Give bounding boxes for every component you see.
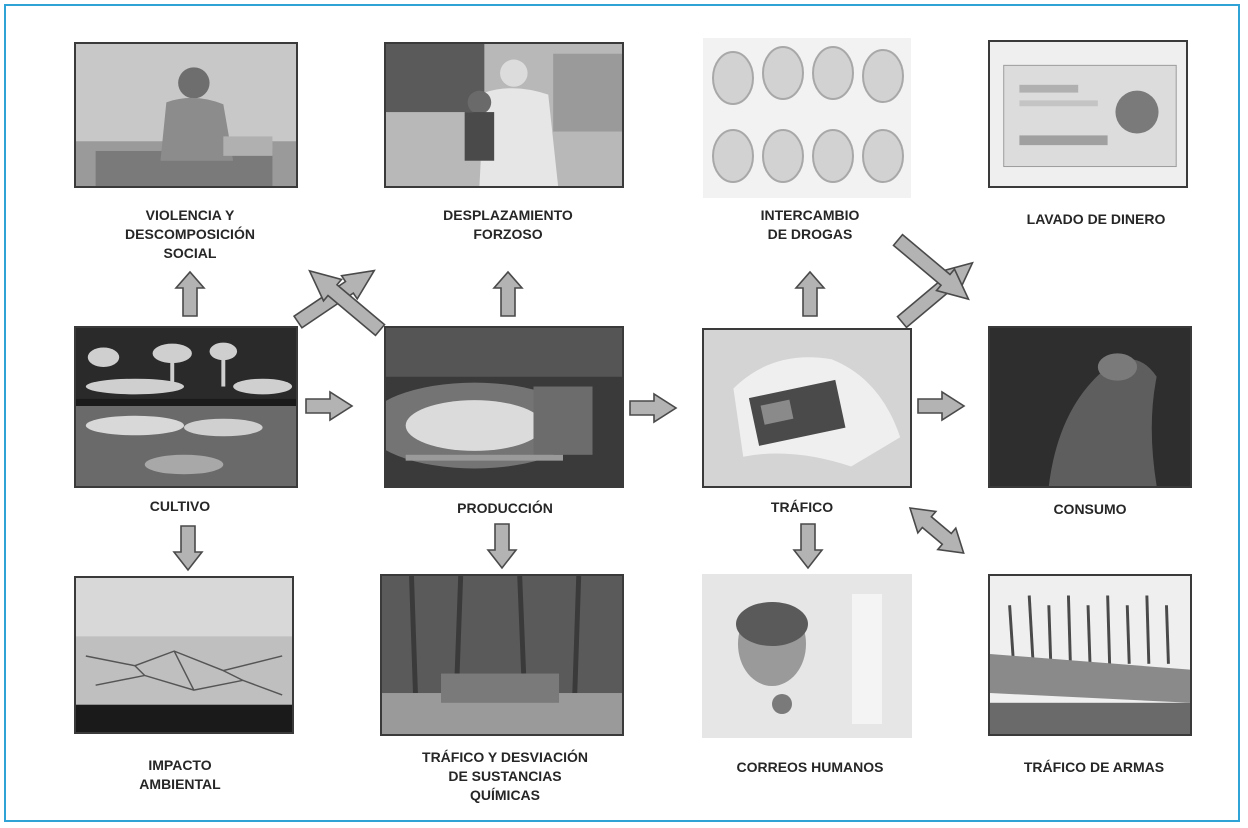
node-produccion-label: PRODUCCIÓN — [457, 500, 553, 516]
node-correos-label: CORREOS HUMANOS — [736, 759, 884, 775]
node-intercambio-label: INTERCAMBIO DE DROGAS — [760, 207, 860, 242]
produccion-photo — [384, 326, 624, 488]
arrow-produccion-quimicos — [487, 523, 517, 569]
arrow-produccion-trafico — [629, 393, 677, 423]
node-consumo-label: CONSUMO — [1053, 501, 1127, 517]
node-desplazamiento-label: DESPLAZAMIENTO FORZOSO — [443, 207, 573, 242]
node-violencia-label: VIOLENCIA Y DESCOMPOSICIÓN SOCIAL — [125, 207, 255, 261]
armas-photo — [988, 574, 1192, 736]
arrow-cultivo-violencia — [175, 271, 205, 317]
node-cultivo-label: CULTIVO — [149, 498, 211, 514]
violencia-photo — [74, 42, 298, 188]
arrow-cultivo-impacto — [173, 525, 203, 571]
desplazamiento-photo — [384, 42, 624, 188]
node-lavado-label: LAVADO DE DINERO — [1026, 211, 1166, 227]
arrow-trafico-correos — [793, 523, 823, 569]
trafico-photo — [702, 328, 912, 488]
arrow-produccion-violencia — [299, 259, 390, 342]
node-armas-label: TRÁFICO DE ARMAS — [1023, 759, 1165, 775]
correos-photo — [702, 574, 912, 738]
cultivo-photo — [74, 326, 298, 488]
impacto-photo — [74, 576, 294, 734]
node-trafico-label: TRÁFICO — [770, 499, 834, 515]
quimicos-photo — [380, 574, 624, 736]
arrow-produccion-desplazamiento — [493, 271, 523, 317]
arrow-cultivo-produccion — [305, 391, 353, 421]
arrow-trafico-consumo — [917, 391, 965, 421]
lavado-photo — [988, 40, 1188, 188]
arrow-trafico-intercambio — [795, 271, 825, 317]
intercambio-photo — [703, 38, 911, 198]
node-quimicos-label: TRÁFICO Y DESVIACIÓN DE SUSTANCIAS QUÍMI… — [422, 749, 588, 803]
node-impacto-label: IMPACTO AMBIENTAL — [139, 757, 221, 792]
consumo-photo — [988, 326, 1192, 488]
diagram-frame — [4, 4, 1240, 822]
arrow-trafico-armas — [900, 496, 974, 565]
